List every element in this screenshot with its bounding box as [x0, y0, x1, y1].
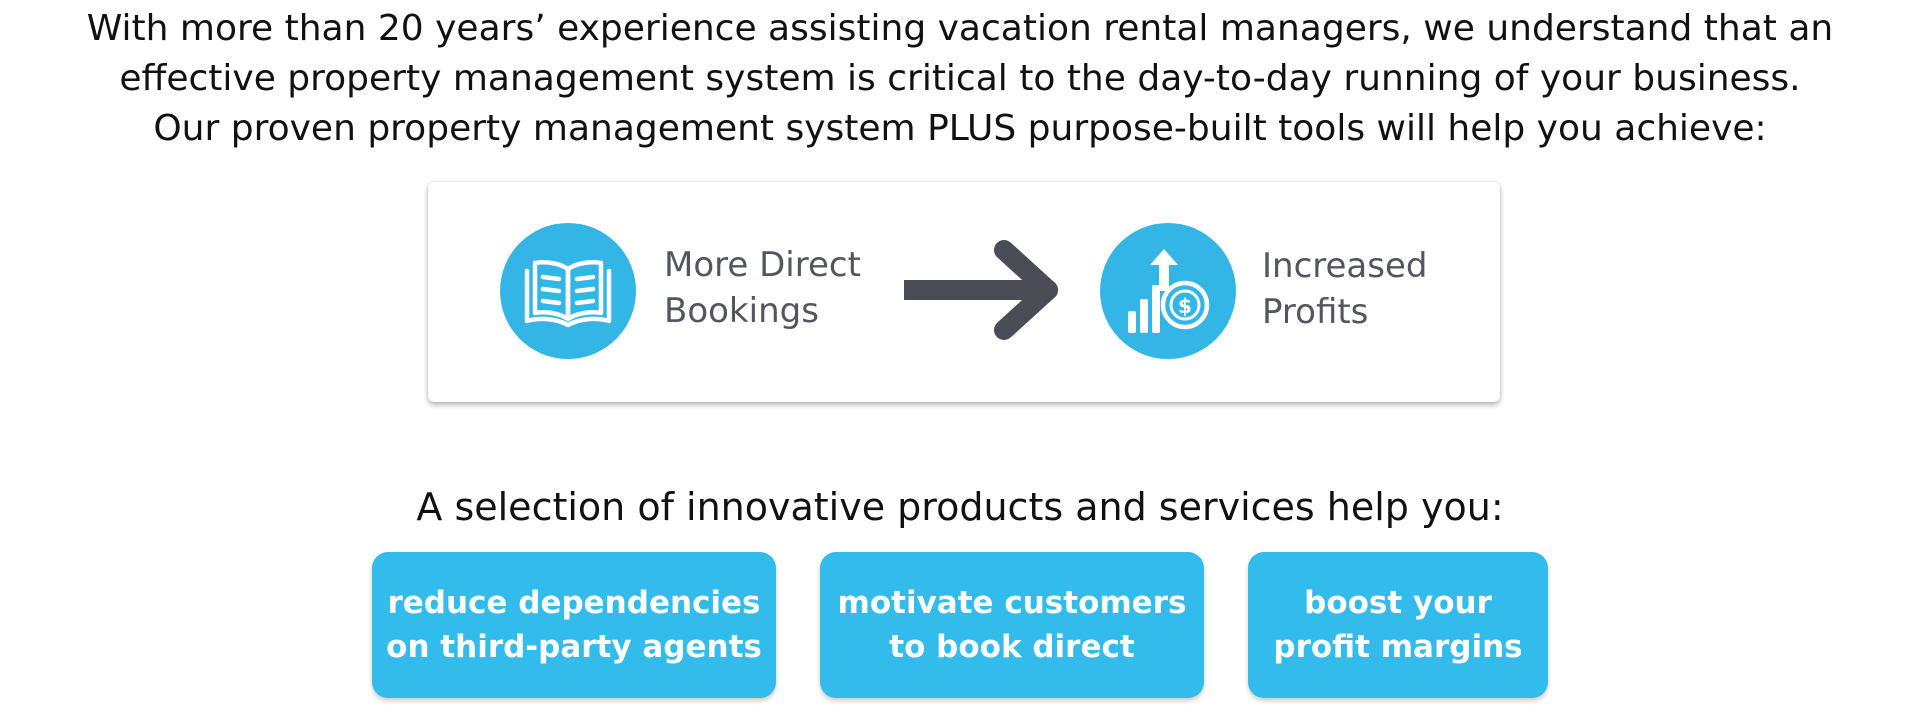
benefit-label-line: on third-party agents — [386, 629, 762, 665]
benefits-heading: A selection of innovative products and s… — [416, 485, 1504, 529]
intro-paragraph: With more than 20 years’ experience assi… — [0, 4, 1920, 154]
benefit-label: reduce dependencies on third-party agent… — [386, 581, 762, 669]
outcome-label-line: Bookings — [664, 291, 819, 331]
benefit-label: motivate customers to book direct — [838, 581, 1187, 669]
intro-line: effective property management system is … — [119, 58, 1801, 99]
profit-growth-icon: $ — [1100, 223, 1236, 359]
benefit-label-line: profit margins — [1273, 629, 1523, 665]
benefit-label-line: motivate customers — [837, 585, 1187, 621]
benefit-label-line: to book direct — [889, 629, 1135, 665]
outcome-label-increased-profits: Increased Profits — [1262, 243, 1427, 335]
svg-text:$: $ — [1178, 294, 1192, 318]
benefit-reduce-dependencies-button[interactable]: reduce dependencies on third-party agent… — [372, 552, 776, 698]
benefit-label-line: boost your — [1304, 585, 1492, 621]
benefit-profit-margins-button[interactable]: boost your profit margins — [1248, 552, 1548, 698]
open-book-icon — [500, 223, 636, 359]
arrow-right-icon — [904, 240, 1058, 340]
outcome-label-direct-bookings: More Direct Bookings — [664, 242, 861, 334]
outcome-label-line: Profits — [1262, 292, 1369, 332]
intro-line: With more than 20 years’ experience assi… — [86, 8, 1834, 49]
benefit-book-direct-button[interactable]: motivate customers to book direct — [820, 552, 1204, 698]
benefit-label-line: reduce dependencies — [387, 585, 761, 621]
benefit-label: boost your profit margins — [1273, 581, 1522, 669]
outcome-label-line: Increased — [1262, 246, 1428, 286]
intro-line: Our proven property management system PL… — [153, 108, 1767, 149]
outcome-label-line: More Direct — [664, 245, 861, 285]
